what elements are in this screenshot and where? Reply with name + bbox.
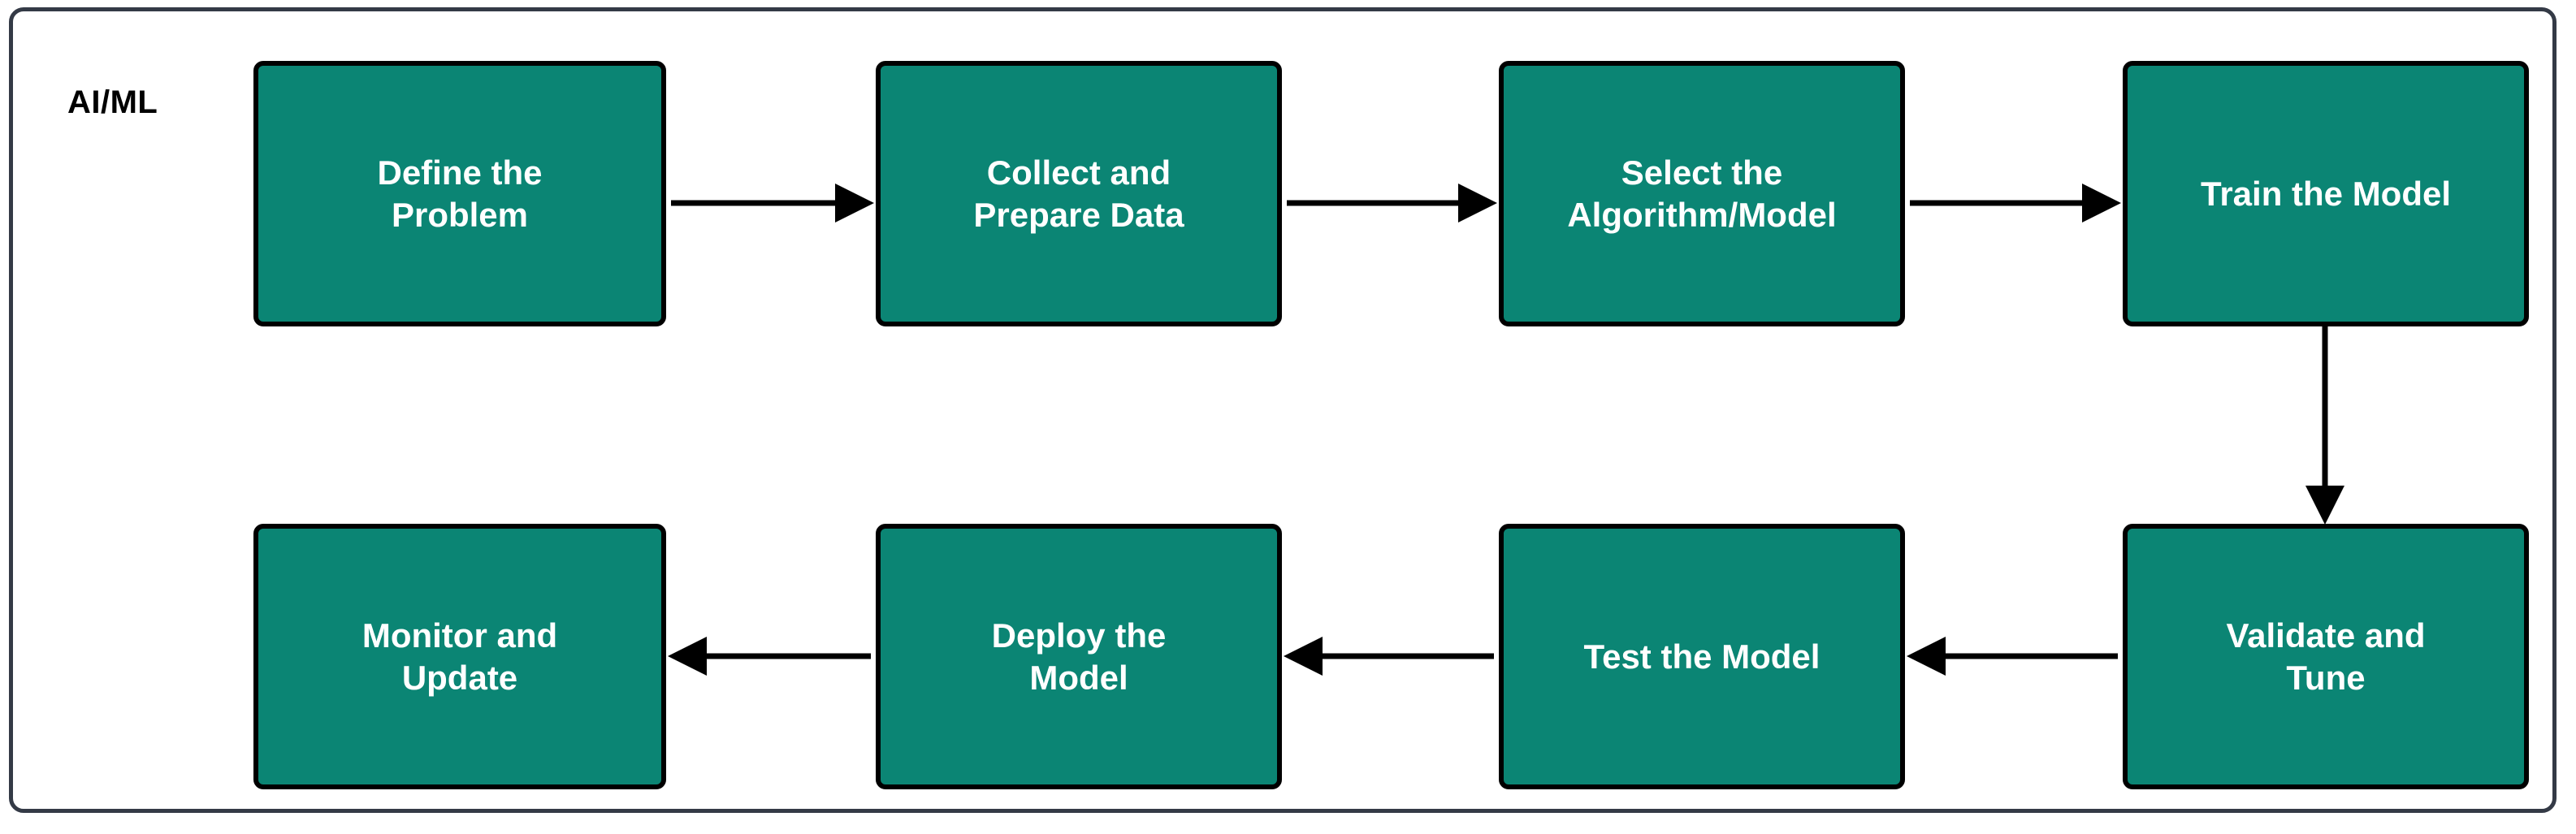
node-label: Select the Algorithm/Model [1567,153,1837,234]
node-label: Test the Model [1583,637,1821,676]
node-label: Train the Model [2200,174,2452,213]
node-label: Collect and Prepare Data [973,153,1184,234]
node-label: Define the Problem [377,153,543,234]
node-deploy-the-model[interactable]: Deploy the Model [876,524,1282,789]
node-define-the-problem[interactable]: Define the Problem [253,61,666,326]
group-label-ai-ml: AI/ML [67,84,158,120]
node-select-the-algorithm-model[interactable]: Select the Algorithm/Model [1499,61,1905,326]
node-monitor-and-update[interactable]: Monitor and Update [253,524,666,789]
node-train-the-model[interactable]: Train the Model [2123,61,2529,326]
node-label: Monitor and Update [362,616,558,697]
node-collect-and-prepare-data[interactable]: Collect and Prepare Data [876,61,1282,326]
node-test-the-model[interactable]: Test the Model [1499,524,1905,789]
node-validate-and-tune[interactable]: Validate and Tune [2123,524,2529,789]
node-label: Deploy the Model [991,616,1167,697]
node-label: Validate and Tune [2226,616,2426,697]
